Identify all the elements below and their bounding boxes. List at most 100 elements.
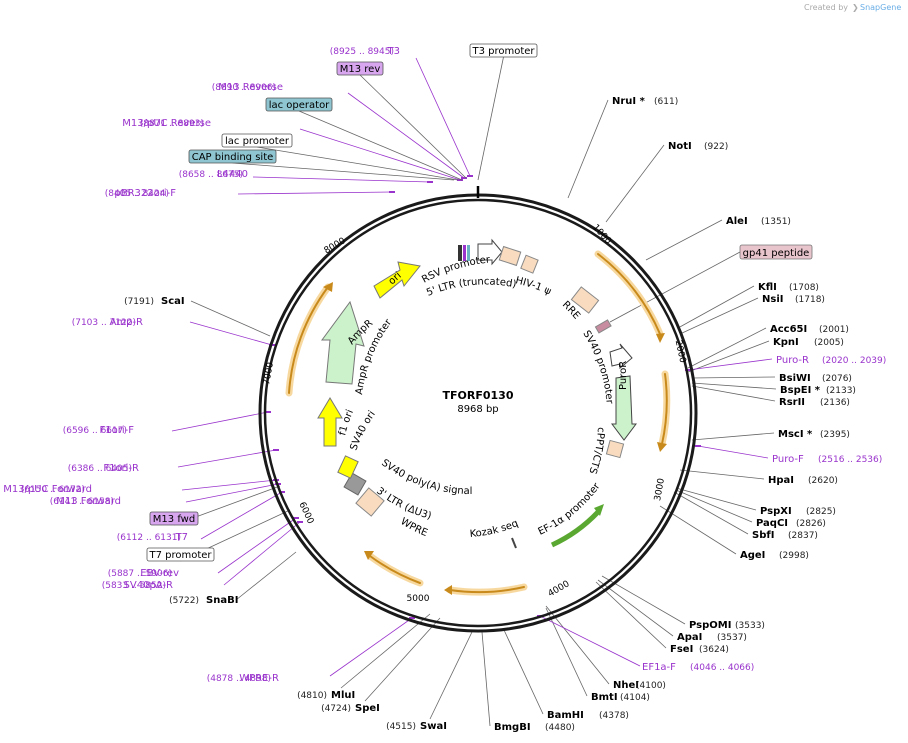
primer-range: (6112 .. 6131) <box>117 533 181 543</box>
site-fsei[interactable]: FseI(3624) <box>670 644 729 655</box>
primer-leader <box>252 176 431 183</box>
primer-range: (6596 .. 6617) <box>63 426 127 436</box>
primer-m13-forward[interactable]: M13 Forward(6141 .. 6158) <box>50 496 121 507</box>
site-rsrii[interactable]: RsrII(2136) <box>779 397 850 408</box>
inner-features <box>317 238 637 549</box>
feature-5ltr: 5' LTR (truncated) <box>425 276 517 298</box>
site-spei[interactable]: SpeI(4724) <box>321 703 380 714</box>
site-position: (4480) <box>545 723 575 733</box>
site-name: MluI <box>331 690 355 701</box>
site-position: (1718) <box>795 295 825 305</box>
primer-leader <box>347 92 465 179</box>
site-name: NruI * <box>612 96 646 107</box>
site-hpai[interactable]: HpaI(2620) <box>768 475 838 486</box>
credit-brand: SnapGene <box>860 3 901 12</box>
site-bmgbi[interactable]: BmgBI(4480) <box>494 722 575 733</box>
site-position: (3533) <box>735 621 765 631</box>
primer-leader <box>329 617 413 677</box>
primer-leader <box>415 57 471 177</box>
feature-box-lac-operator[interactable]: lac operator <box>265 97 333 112</box>
site-bsiwi[interactable]: BsiWI(2076) <box>779 373 852 384</box>
site-mlui[interactable]: MluI(4810) <box>297 690 355 701</box>
primer-ef1a-f[interactable]: EF1a-F(4046 .. 4066) <box>642 662 754 673</box>
site-agei[interactable]: AgeI(2998) <box>740 550 809 561</box>
leader-line <box>503 629 544 715</box>
leader-line <box>679 469 765 480</box>
primer-f1ori-r[interactable]: F1ori-R(6386 .. 6405) <box>68 463 139 474</box>
site-sbfi[interactable]: SbfI(2837) <box>752 530 818 541</box>
primer-puro-r[interactable]: Puro-R(2020 .. 2039) <box>776 355 886 366</box>
leader-line <box>645 219 723 261</box>
feature-box-t3-promoter[interactable]: T3 promoter <box>469 43 538 58</box>
primer-m13-puc-reverse[interactable]: M13/pUC Reverse(8871 .. 8893) <box>122 118 211 129</box>
site-kpni[interactable]: KpnI(2005) <box>773 337 844 348</box>
site-acc65i[interactable]: Acc65I(2001) <box>770 324 849 335</box>
site-name: BsiWI <box>779 373 811 384</box>
primer-f1ori-f[interactable]: F1ori-F(6596 .. 6617) <box>63 425 135 436</box>
cppt-box <box>605 439 625 459</box>
leader-line <box>597 579 674 637</box>
site-noti[interactable]: NotI(922) <box>668 141 728 152</box>
primer-mark <box>457 179 463 181</box>
primer-sv40pa-r[interactable]: SV40pA-R(5833 .. 5852) <box>102 580 173 591</box>
primer-pbr322ori-f[interactable]: pBR322ori-F(8405 .. 8424) <box>105 188 177 199</box>
primer-wpre-r[interactable]: WPRE-R(4878 .. 4898) <box>207 673 279 684</box>
site-bamhi[interactable]: BamHI(4378) <box>547 710 629 721</box>
primer-range: (4878 .. 4898) <box>207 674 271 684</box>
psi-box <box>520 254 539 274</box>
site-name: SpeI <box>355 703 380 714</box>
primer-puro-f[interactable]: Puro-F(2516 .. 2536) <box>772 454 882 465</box>
site-nhei[interactable]: NheI(4100) <box>613 680 666 691</box>
feature-box-t7-promoter[interactable]: T7 promoter <box>146 547 215 562</box>
site-position: (1708) <box>789 283 819 293</box>
feature-box-cap-binding-site[interactable]: CAP binding site <box>188 149 277 164</box>
primer-name: M13 Reverse <box>218 82 283 93</box>
site-pspxi[interactable]: PspXI(2825) <box>760 506 836 517</box>
primer-m13-puc-forward[interactable]: M13/pUC Forward(6150 .. 6172) <box>3 484 92 495</box>
site-position: (5722) <box>169 596 199 606</box>
site-snabi[interactable]: SnaBI (5722) <box>169 595 238 606</box>
primer-name: F1ori-R <box>103 463 139 474</box>
feature-box-bg <box>469 43 538 58</box>
rre-box <box>570 286 600 314</box>
orf-arrows <box>285 250 671 596</box>
gp41-box <box>594 319 612 334</box>
feature-box-lac-promoter[interactable]: lac promoter <box>221 133 293 148</box>
site-pspomi[interactable]: PspOMI(3533) <box>689 620 765 631</box>
leader-line <box>605 144 665 223</box>
puror-arrow <box>611 375 637 441</box>
primer-m13-reverse[interactable]: M13 Reverse(8890 .. 8906) <box>212 82 283 93</box>
feature-box-label: T3 promoter <box>471 46 535 57</box>
site-name: SnaBI <box>206 595 238 606</box>
site-msci[interactable]: MscI *(2395) <box>778 429 850 440</box>
site-nrui[interactable]: NruI *(611) <box>612 96 678 107</box>
site-position: (2825) <box>806 507 836 517</box>
site-scai[interactable]: ScaI(7191) <box>124 296 185 307</box>
feature-box-label: M13 fwd <box>153 514 195 525</box>
rsv-marker <box>458 245 462 261</box>
primer-t7[interactable]: T7(6112 .. 6131) <box>117 532 188 543</box>
plasmid-name: TFORF0130 <box>443 389 514 402</box>
feature-box-gp41-peptide[interactable]: gp41 peptide <box>739 244 813 260</box>
primer-t3[interactable]: T3(8925 .. 8945) <box>330 46 400 57</box>
feature-box-m13-fwd[interactable]: M13 fwd <box>149 511 199 526</box>
site-name: BspEI * <box>780 385 821 396</box>
primer-ebv-rev[interactable]: EBV-rev(5887 .. 5906) <box>108 568 179 579</box>
leader-lines <box>171 56 777 727</box>
site-nsii[interactable]: NsiI(1718) <box>762 294 825 305</box>
site-alei[interactable]: AleI(1351) <box>726 216 791 227</box>
annotation-labels: NruI *(611) NotI(922) AleI(1351) KflI(1708)… <box>3 43 886 733</box>
primer-amp-r[interactable]: Amp-R(7103 .. 7122) <box>72 317 143 328</box>
site-bspei[interactable]: BspEI *(2133) <box>780 385 856 396</box>
site-bmti[interactable]: BmtI(4104) <box>591 692 650 703</box>
site-position: (3537) <box>717 633 747 643</box>
primer-l4440[interactable]: L4440(8658 .. 8675) <box>179 169 248 180</box>
feature-puror: PuroR <box>618 361 629 390</box>
site-swai[interactable]: SwaI(4515) <box>386 721 447 732</box>
site-kfli[interactable]: KflI(1708) <box>758 282 819 293</box>
feature-box-m13-rev[interactable]: M13 rev <box>336 61 384 76</box>
site-apai[interactable]: ApaI(3537) <box>677 632 747 643</box>
site-name: MscI * <box>778 429 813 440</box>
site-paqci[interactable]: PaqCI(2826) <box>756 518 826 529</box>
leader-line <box>477 56 504 181</box>
